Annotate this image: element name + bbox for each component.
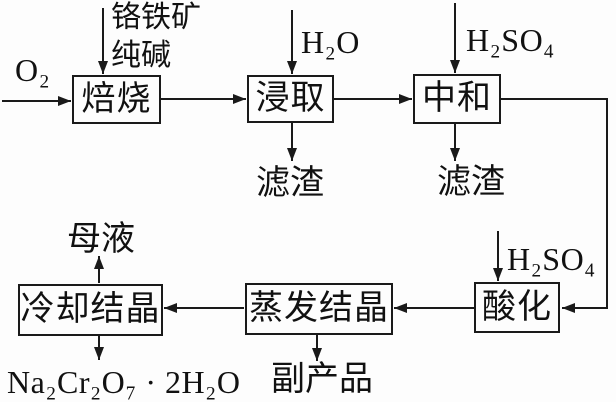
label-chromite: 铬铁矿	[111, 1, 201, 34]
label-acid-top: H₂SO₄	[466, 22, 555, 58]
box-acidify: 酸化	[474, 282, 560, 333]
label-water: H₂O	[301, 24, 360, 60]
label-product: Na₂Cr₂O₇ · 2H₂O	[7, 364, 241, 400]
box-evaporate: 蒸发结晶	[245, 283, 393, 335]
box-leach: 浸取	[247, 75, 334, 123]
box-cool: 冷却结晶	[18, 284, 163, 336]
label-acid-bottom: H₂SO₄	[507, 241, 596, 277]
label-residue-neutralize: 滤渣	[437, 164, 505, 201]
box-neutralize: 中和	[413, 74, 501, 124]
arrow-neutralize-to-acidify	[501, 98, 608, 313]
label-oxygen: O₂	[15, 52, 51, 88]
box-roast: 焙烧	[72, 75, 161, 124]
label-residue-leach: 滤渣	[256, 165, 324, 202]
label-mother-liquor: 母液	[67, 221, 135, 258]
label-soda-ash: 纯碱	[111, 39, 171, 72]
label-byproduct: 副产品	[271, 361, 373, 398]
